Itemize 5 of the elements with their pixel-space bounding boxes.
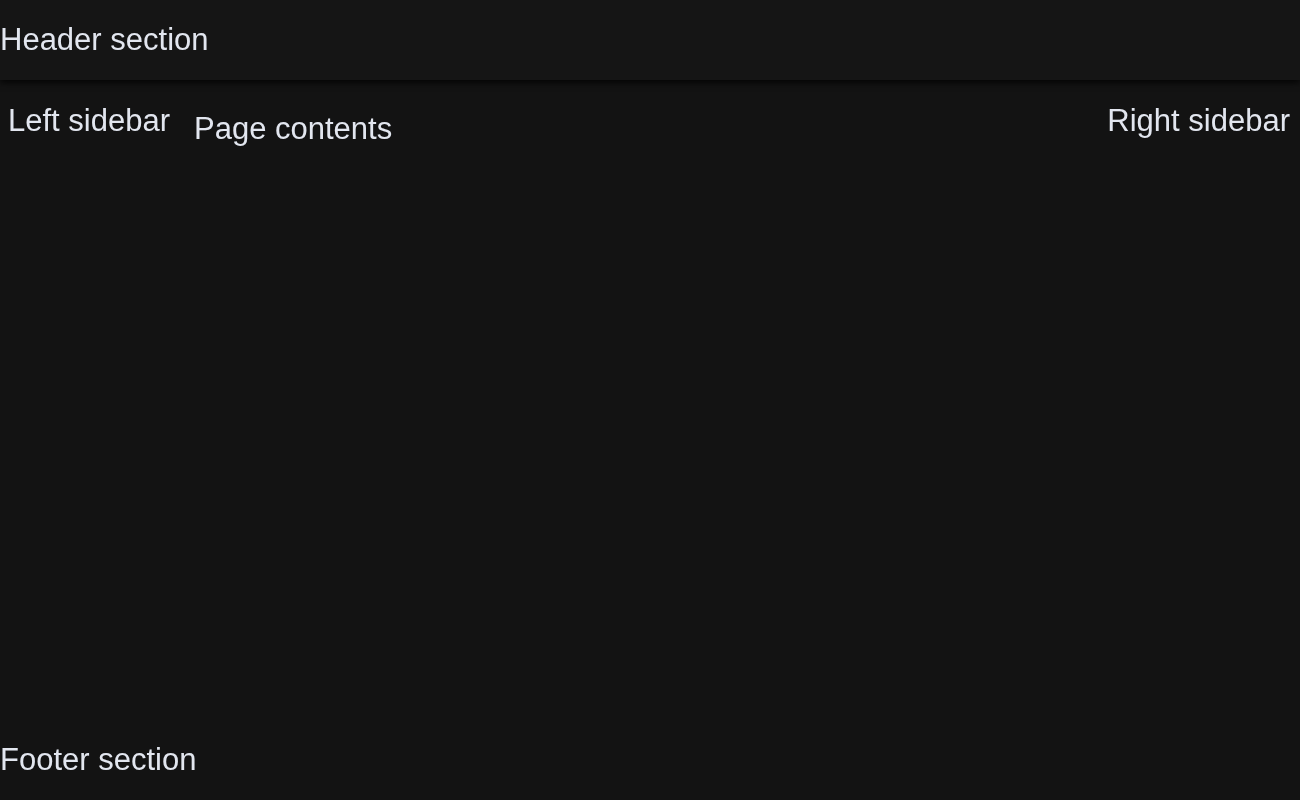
section-title: Right sidebar [1107, 103, 1290, 139]
section-title: Left sidebar [8, 103, 170, 139]
section-title: Footer section [0, 742, 197, 778]
section-title: Header section [0, 22, 209, 58]
section-title: Page contents [194, 111, 393, 147]
